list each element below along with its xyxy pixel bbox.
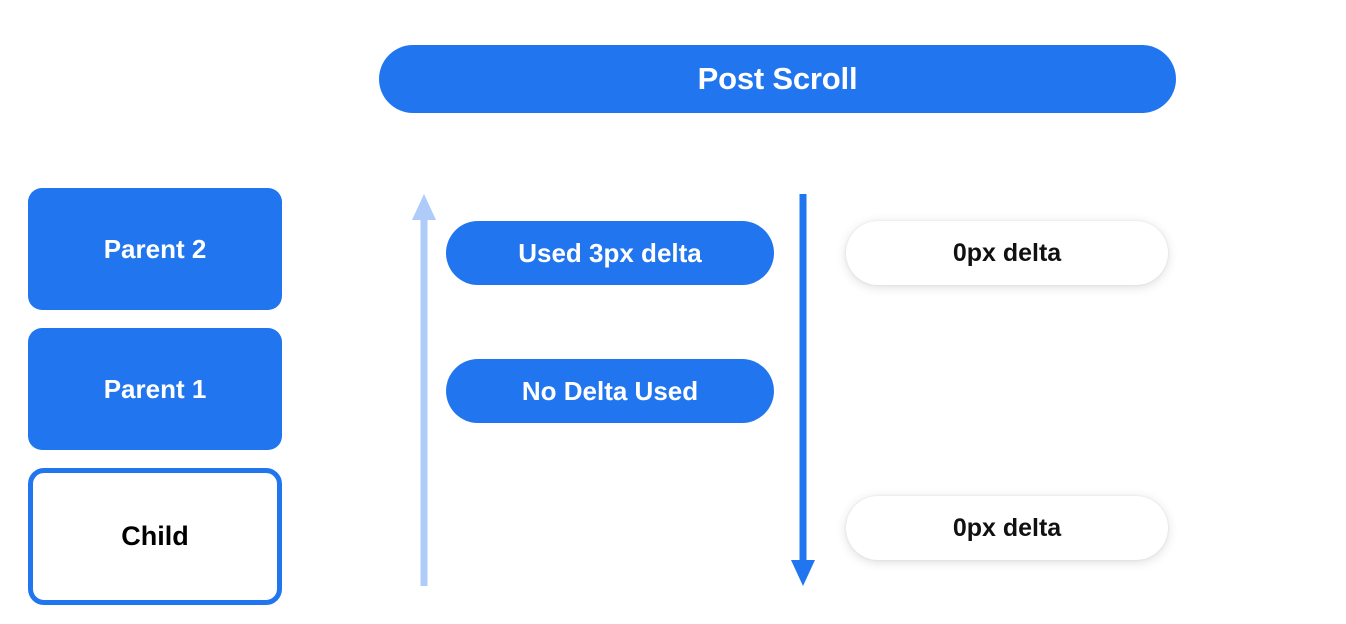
- pill-zero-delta-top: 0px delta: [846, 221, 1168, 285]
- pill-zero-delta-bottom: 0px delta: [846, 496, 1168, 560]
- view-hierarchy-stack: Parent 2 Parent 1 Child: [28, 188, 282, 605]
- node-parent-2-label: Parent 2: [103, 233, 207, 264]
- post-scroll-banner: Post Scroll: [379, 45, 1176, 113]
- node-parent-1-label: Parent 1: [103, 373, 207, 404]
- scroll-up-arrow-icon: [412, 194, 436, 586]
- node-child-label: Child: [121, 521, 189, 551]
- node-child: Child: [28, 468, 282, 605]
- pill-zero-delta-bottom-label: 0px delta: [952, 513, 1062, 542]
- pill-used-delta: Used 3px delta: [446, 221, 774, 285]
- pill-zero-delta-top-label: 0px delta: [952, 238, 1062, 267]
- node-parent-1: Parent 1: [28, 328, 282, 450]
- pill-no-delta-used-label: No Delta Used: [521, 375, 699, 406]
- pill-used-delta-label: Used 3px delta: [518, 237, 702, 268]
- pill-no-delta-used: No Delta Used: [446, 359, 774, 423]
- node-parent-2: Parent 2: [28, 188, 282, 310]
- scroll-down-arrow-icon: [791, 194, 815, 586]
- banner-title: Post Scroll: [697, 61, 858, 96]
